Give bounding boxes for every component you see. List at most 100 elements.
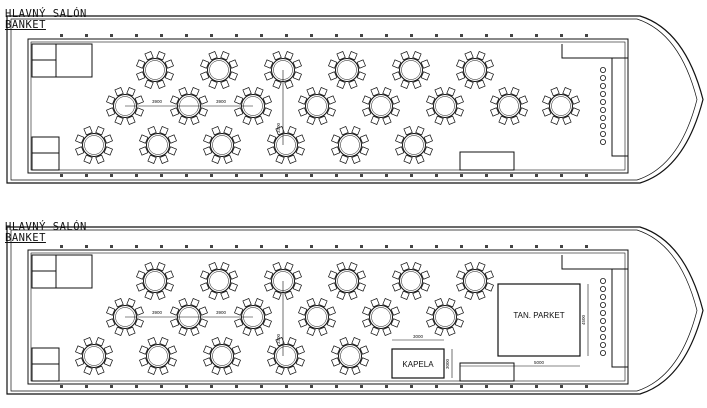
window-tick <box>335 245 338 248</box>
chair <box>426 306 436 316</box>
window-tick <box>210 34 213 37</box>
chair <box>272 79 282 89</box>
chair <box>292 71 302 81</box>
round-table <box>362 298 400 336</box>
chair <box>446 298 456 308</box>
chair <box>400 262 410 272</box>
chair <box>208 290 218 300</box>
chair <box>144 262 154 272</box>
chair <box>267 345 277 355</box>
table-top-inner <box>551 96 571 116</box>
chair <box>434 115 444 125</box>
chair <box>139 357 149 367</box>
chair <box>95 337 105 347</box>
chair <box>264 270 274 280</box>
table-top-inner <box>340 346 360 366</box>
chair <box>412 51 422 61</box>
window-tick <box>60 174 63 177</box>
table-top-inner <box>276 346 296 366</box>
chair <box>490 107 500 117</box>
window-tick <box>485 34 488 37</box>
table-top-inner <box>465 60 485 80</box>
chair <box>318 326 328 336</box>
chair <box>454 107 464 117</box>
table-top <box>335 269 359 293</box>
bow-seat <box>600 325 607 332</box>
window-tick <box>435 34 438 37</box>
table-top-inner <box>499 96 519 116</box>
chair <box>570 107 580 117</box>
table-top <box>369 305 393 329</box>
chair <box>295 146 305 156</box>
chair <box>510 87 520 97</box>
chair <box>382 326 392 336</box>
chair <box>134 95 144 105</box>
chair <box>208 262 218 272</box>
bow-seat <box>600 341 607 348</box>
chair <box>126 115 136 125</box>
round-table <box>362 87 400 125</box>
chair <box>454 306 464 316</box>
round-table <box>267 126 305 164</box>
chair <box>178 87 188 97</box>
chair <box>136 59 146 69</box>
chair <box>159 154 169 164</box>
chair <box>392 59 402 69</box>
window-tick <box>360 245 363 248</box>
chair <box>114 87 124 97</box>
chair <box>446 326 456 336</box>
chair <box>328 71 338 81</box>
chair <box>106 306 116 316</box>
chair <box>211 126 221 136</box>
chair <box>106 107 116 117</box>
chair <box>198 107 208 117</box>
chair <box>298 318 308 328</box>
round-table <box>75 126 113 164</box>
chair <box>95 154 105 164</box>
chair <box>267 357 277 367</box>
chair <box>103 134 113 144</box>
window-tick <box>310 174 313 177</box>
window-tick <box>310 245 313 248</box>
bow-seat <box>600 75 607 82</box>
chair <box>159 337 169 347</box>
window-tick <box>85 245 88 248</box>
round-table <box>139 126 177 164</box>
table-top <box>338 133 362 157</box>
chair <box>326 107 336 117</box>
chair <box>356 282 366 292</box>
chair <box>198 306 208 316</box>
window-tick <box>260 385 263 388</box>
dimension-label: 3900 <box>216 310 227 315</box>
chair <box>103 345 113 355</box>
round-table <box>328 51 366 89</box>
bow-bench <box>611 268 629 368</box>
window-tick <box>185 245 188 248</box>
table-top-inner <box>209 271 229 291</box>
chair <box>83 365 93 375</box>
round-table <box>136 51 174 89</box>
service-counter <box>459 362 515 382</box>
hull-inner-outline <box>10 18 698 181</box>
table-top <box>146 133 170 157</box>
chair <box>231 345 241 355</box>
table-top <box>399 58 423 82</box>
chair <box>284 51 294 61</box>
chair <box>456 282 466 292</box>
hull-outline <box>6 226 704 395</box>
chair <box>103 357 113 367</box>
chair <box>287 365 297 375</box>
chair <box>362 95 372 105</box>
window-tick <box>510 245 513 248</box>
chair <box>476 79 486 89</box>
table-top <box>143 58 167 82</box>
table-top-inner <box>371 96 391 116</box>
chair <box>351 365 361 375</box>
chair <box>223 365 233 375</box>
window-tick <box>460 385 463 388</box>
table-top-inner <box>340 135 360 155</box>
chair <box>106 318 116 328</box>
table-top <box>497 94 521 118</box>
chair <box>328 282 338 292</box>
chair <box>295 345 305 355</box>
